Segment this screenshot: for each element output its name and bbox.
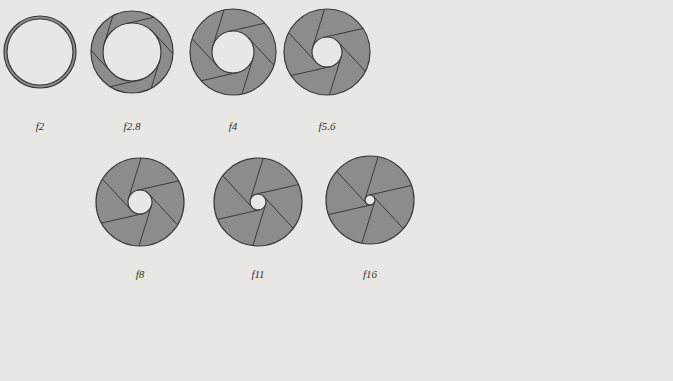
iris-blade-edge <box>324 28 363 37</box>
iris-blade-edge <box>102 179 131 210</box>
iris-blade-edge <box>137 181 178 190</box>
f-number-label: f8 <box>136 268 145 280</box>
iris-blade-edge <box>91 50 111 71</box>
aperture-iris <box>326 156 414 244</box>
iris-blade-edge <box>110 80 138 86</box>
f-number-label: f2 <box>36 120 45 132</box>
f-number-label: f2.8 <box>124 120 141 132</box>
aperture-iris <box>91 11 173 93</box>
iris-blade-edge <box>218 210 260 220</box>
iris-blade-edge <box>213 10 224 46</box>
iris-blade-edge <box>329 56 341 94</box>
iris-blade-edge <box>201 72 238 80</box>
iris-blade-edge <box>104 16 113 44</box>
iris-blade-edge <box>228 23 265 31</box>
aperture-iris <box>214 158 302 246</box>
iris-blade-edge <box>153 32 173 53</box>
f-number-label: f11 <box>251 268 264 280</box>
aperture-iris <box>96 158 184 246</box>
iris-blade-edge <box>242 58 253 94</box>
iris-blade-edge <box>126 17 154 23</box>
iris-blade-edge <box>362 201 375 243</box>
iris-blade-edge <box>151 61 160 89</box>
aperture-iris <box>190 9 276 95</box>
f-number-label: f4 <box>229 120 238 132</box>
aperture-iris <box>284 9 370 95</box>
iris-blade-edge <box>139 206 152 246</box>
iris-blade-edge <box>256 185 298 195</box>
iris-blade-edge <box>338 42 365 72</box>
iris-blade-edge <box>289 33 316 63</box>
iris-blade-edge <box>337 171 367 203</box>
f-number-label: f5.6 <box>319 120 336 132</box>
iris-blade-edge <box>365 157 378 199</box>
iris-blade-edge <box>101 214 142 223</box>
iris-blade-edge <box>248 38 274 66</box>
iris-blade-edge <box>313 9 325 47</box>
iris-blade-edge <box>223 176 252 208</box>
iris-blade-edge <box>374 197 404 229</box>
iris-blade-edge <box>291 67 330 76</box>
aperture-iris <box>4 16 76 88</box>
iris-blade-edge <box>369 185 412 195</box>
iris-blade-edge <box>328 205 371 215</box>
iris-blade-edge <box>149 194 178 225</box>
f-number-label: f16 <box>363 268 377 280</box>
iris-blade-edge <box>264 197 293 229</box>
iris-blade-edge <box>129 158 142 198</box>
